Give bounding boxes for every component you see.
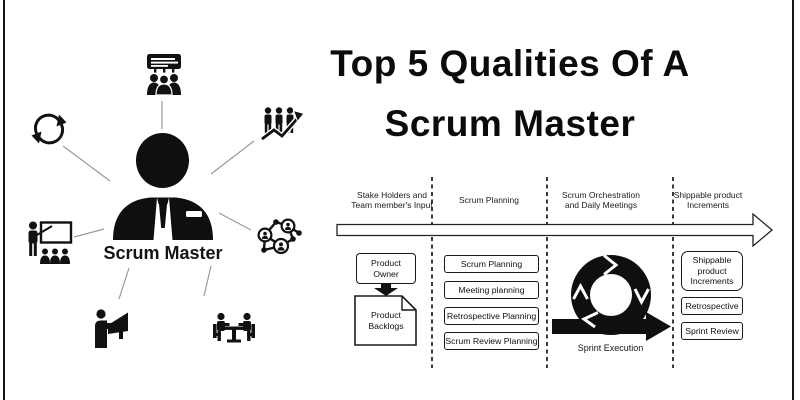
product-backlogs-label: Product Backlogs [368,310,404,332]
product-owner-box: Product Owner [356,253,416,284]
sprint-execution-label: Sprint Execution [577,343,644,353]
right-border-line [792,0,794,400]
cycle-arrows-icon [31,113,67,145]
lane-header-orchestration: Scrum Orchestration and Daily Meetings [562,189,640,210]
lane-divider-3 [672,177,674,368]
lane-divider-2 [546,177,548,368]
coaching-icon [28,221,73,264]
scrum-master-head [136,133,189,188]
lane-divider-1 [431,177,433,368]
timeline-arrow [336,212,774,248]
sprint-loop-icon [552,254,671,341]
increment-box-retrospective: Retrospective [681,297,743,315]
product-backlogs-document [354,295,417,346]
planning-box-3: Retrospective Planning [444,307,539,325]
lane-header-increments: Shippable product Increments [673,189,743,210]
title-line-1: Top 5 Qualities Of A [330,43,690,84]
title-line-2: Scrum Master [384,103,636,144]
page-title: Top 5 Qualities Of A Scrum Master [295,34,725,154]
increment-box-shippable: Shippable product Increments [681,251,743,291]
connector-lines [62,101,255,300]
meeting-table-icon [213,312,255,343]
presentation-meeting-icon [147,54,181,95]
lane-header-stakeholders: Stake Holders and Team member's Input [351,189,433,210]
announcement-megaphone-icon [95,309,128,348]
left-border-line [3,0,5,400]
lane-header-scrum-planning: Scrum Planning [458,194,519,205]
increment-box-sprint-review: Sprint Review [681,322,743,340]
planning-box-4: Scrum Review Planning [444,332,539,350]
planning-box-2: Meeting planning [444,281,539,299]
scrum-master-label: Scrum Master [103,243,223,263]
people-network-icon [257,218,302,255]
scrum-master-suit [113,197,213,240]
planning-box-1: Scrum Planning [444,255,539,273]
down-arrow-icon [374,283,398,296]
team-growth-icon [260,107,304,142]
